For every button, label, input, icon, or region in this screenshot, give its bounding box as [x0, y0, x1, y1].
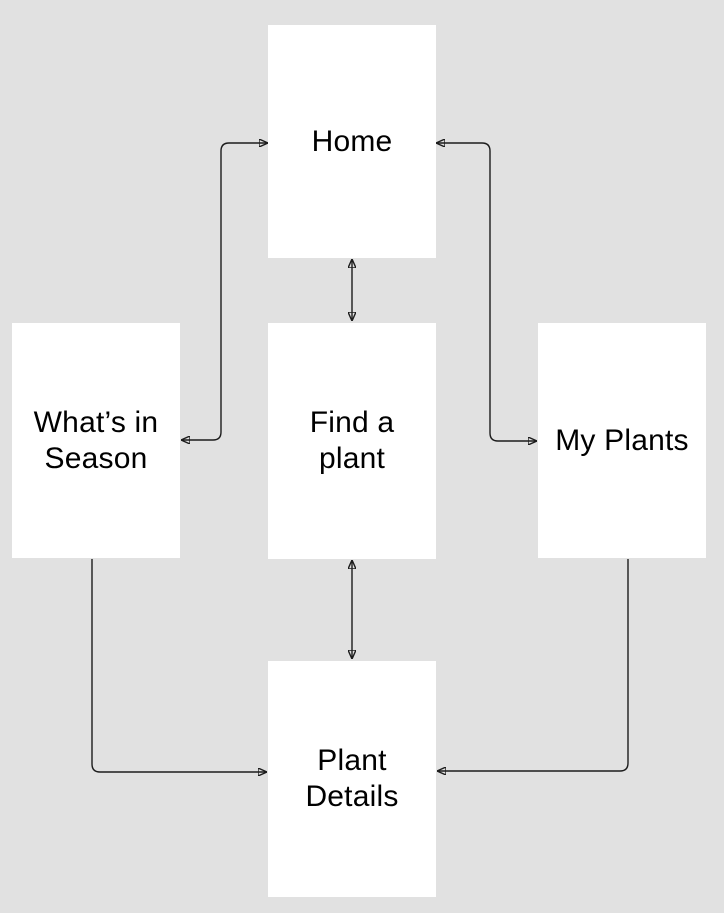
node-home[interactable]: Home — [268, 25, 436, 258]
connector-home-my-plants — [436, 143, 537, 441]
node-label: What’s in Season — [33, 405, 159, 475]
node-plant-details[interactable]: Plant Details — [268, 661, 436, 897]
node-my-plants[interactable]: My Plants — [538, 323, 706, 558]
node-label: My Plants — [555, 423, 689, 457]
node-whats-in-season[interactable]: What’s in Season — [12, 323, 180, 558]
node-label: Home — [311, 124, 393, 158]
node-find-a-plant[interactable]: Find a plant — [268, 323, 436, 559]
node-label: Find a plant — [309, 406, 395, 475]
connector-my-plants-plant-details — [437, 559, 629, 771]
connector-whats-in-season-plant-details — [91, 559, 267, 772]
connector-home-whats-in-season — [181, 143, 268, 440]
node-label: Plant Details — [305, 744, 399, 813]
